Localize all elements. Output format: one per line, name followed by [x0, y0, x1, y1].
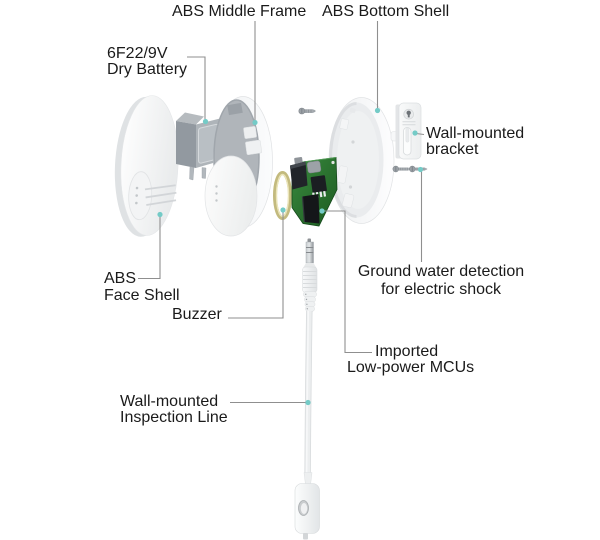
marker-dot-mcu [319, 208, 325, 214]
label-face-shell-line1: ABS [104, 270, 137, 287]
label-ground-line2: for electric shock [380, 281, 502, 298]
capacitor-component [306, 160, 322, 174]
pcb-module [290, 157, 338, 227]
led-hole [135, 186, 139, 190]
middle-frame [204, 96, 273, 237]
label-mcu-line2: Low-power MCUs [347, 358, 475, 376]
led-hole [135, 201, 138, 205]
marker-dot-bottom-shell [374, 107, 381, 114]
mounting-screw [392, 165, 411, 173]
frame-clip [243, 126, 257, 139]
face-shell [114, 95, 179, 237]
label-face-shell: ABS Face Shell [104, 270, 180, 304]
probe-pin [303, 533, 308, 540]
label-bracket-line2: bracket [426, 140, 479, 158]
battery-contact [201, 167, 207, 179]
label-mcu-line1: Imported [375, 343, 439, 360]
battery-contact [189, 166, 195, 181]
label-ground-line1: Ground water detection [357, 263, 525, 280]
marker-dot-face-shell [157, 211, 163, 218]
marker-dot-inspection [305, 399, 311, 406]
label-inspection-line2: Inspection Line [120, 409, 228, 426]
label-bracket: Wall-mounted bracket [426, 126, 524, 157]
label-middle-frame: ABS Middle Frame [172, 3, 307, 20]
wall-bracket [395, 102, 422, 160]
leader-line-face-shell [138, 216, 161, 280]
label-battery-line1: 6F22/9V [107, 45, 168, 62]
led-hole [135, 194, 139, 197]
marker-dot-bracket [412, 130, 418, 136]
leader-line-battery [187, 56, 206, 119]
label-battery-line2: Dry Battery [107, 61, 188, 78]
anchor-screw [298, 107, 316, 115]
marker-dot-battery [202, 118, 209, 125]
marker-dot-buzzer [280, 207, 286, 213]
label-bracket-line1: Wall-mounted [426, 125, 525, 142]
shell-post [339, 118, 350, 130]
label-mcu: Imported Low-power MCUs [347, 344, 474, 375]
label-battery: 6F22/9V Dry Battery [107, 46, 187, 78]
marker-dot-middle-frame [252, 119, 258, 126]
label-face-shell-line2: Face Shell [104, 287, 180, 304]
strain-relief [303, 291, 317, 312]
label-buzzer: Buzzer [172, 306, 222, 323]
leader-line-mcu [324, 210, 372, 354]
audio-plug [302, 238, 318, 312]
shell-post [342, 193, 355, 208]
inspection-cable [304, 310, 313, 474]
mcu-chip [310, 175, 327, 193]
frame-clip [245, 139, 262, 155]
water-probe [294, 472, 320, 540]
frame-dome [204, 155, 258, 237]
label-inspection-line: Wall-mounted Inspection Line [120, 394, 228, 426]
marker-dot-screws [417, 166, 424, 173]
label-bottom-shell: ABS Bottom Shell [322, 3, 450, 20]
relay-component [290, 161, 308, 190]
bottom-shell [328, 97, 399, 224]
leader-line-buzzer [228, 212, 284, 319]
jack-socket [302, 194, 320, 224]
label-ground-detection: Ground water detection for electric shoc… [348, 263, 534, 299]
label-inspection-line1: Wall-mounted [120, 393, 219, 410]
leader-lines [138, 21, 425, 406]
shell-post [337, 165, 348, 184]
speaker-slots [144, 184, 177, 206]
